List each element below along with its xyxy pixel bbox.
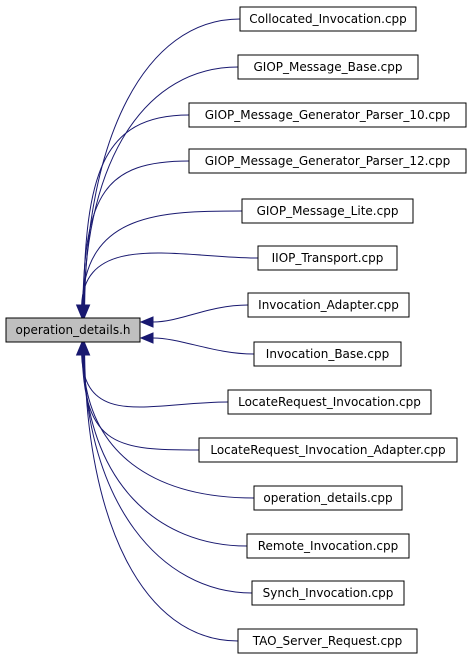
includer-node-box [253,341,402,367]
includer-node-box [237,54,419,80]
includer-node-box [198,437,458,463]
root-node-box [5,317,141,343]
root-node[interactable]: operation_details.h [5,317,141,343]
includer-node-label: Invocation_Base.cpp [266,347,389,361]
includer-node-box [257,245,398,271]
includer-node-box [246,533,410,559]
includer-node[interactable]: IIOP_Transport.cpp [257,245,398,271]
includer-node-box [188,148,467,174]
includer-node[interactable]: Collocated_Invocation.cpp [239,6,417,32]
includer-node-label: LocateRequest_Invocation.cpp [238,395,421,409]
include-arrowhead [139,332,154,344]
includer-node-label: IIOP_Transport.cpp [272,251,384,265]
includer-node-box [239,6,417,32]
includer-node-label: Invocation_Adapter.cpp [258,298,399,312]
includer-node-label: Remote_Invocation.cpp [258,539,398,553]
include-edge [81,353,229,408]
includer-node-label: Synch_Invocation.cpp [263,586,394,600]
includer-node-label: GIOP_Message_Base.cpp [254,60,403,74]
include-edge [83,353,253,594]
include-edge [84,353,239,642]
include-edge [152,304,249,323]
include-edges [75,18,259,642]
includer-node-box [188,102,467,128]
includer-node-label: GIOP_Message_Generator_Parser_12.cpp [205,154,451,168]
includer-node[interactable]: Synch_Invocation.cpp [251,580,405,606]
include-arrowhead [75,304,88,319]
root-node-label: operation_details.h [15,323,130,337]
include-edge [82,353,248,547]
includer-node[interactable]: GIOP_Message_Lite.cpp [241,198,414,224]
includer-node-box [241,198,414,224]
includer-node-label: operation_details.cpp [263,491,392,505]
include-edge [81,252,259,307]
includer-node[interactable]: GIOP_Message_Generator_Parser_12.cpp [188,148,467,174]
include-edge [81,210,243,307]
includer-node-label: GIOP_Message_Lite.cpp [257,204,399,218]
includer-node[interactable]: TAO_Server_Request.cpp [237,628,418,654]
includer-node-label: TAO_Server_Request.cpp [252,634,403,648]
includer-node-box [247,292,410,318]
includer-node-label: GIOP_Message_Generator_Parser_10.cpp [205,108,451,122]
includer-node-label: LocateRequest_Invocation_Adapter.cpp [210,443,445,457]
includer-node[interactable]: Invocation_Base.cpp [253,341,402,367]
includer-node-box [227,389,432,415]
includer-node[interactable]: LocateRequest_Invocation_Adapter.cpp [198,437,458,463]
includer-node-box [253,485,403,511]
include-edge [82,353,255,499]
include-edge [82,160,190,307]
includer-node[interactable]: GIOP_Message_Base.cpp [237,54,419,80]
include-edge [83,66,239,307]
include-arrowhead [139,316,154,328]
includer-node-box [251,580,405,606]
include-edge [82,114,190,307]
includer-node[interactable]: LocateRequest_Invocation.cpp [227,389,432,415]
includer-nodes: Collocated_Invocation.cppGIOP_Message_Ba… [188,6,467,654]
includer-node-label: Collocated_Invocation.cpp [249,12,407,26]
includer-node[interactable]: operation_details.cpp [253,485,403,511]
includer-node[interactable]: GIOP_Message_Generator_Parser_10.cpp [188,102,467,128]
include-edge [152,337,255,355]
include-edge [81,353,200,451]
include-arrowhead [78,341,91,356]
includer-node[interactable]: Remote_Invocation.cpp [246,533,410,559]
includer-node[interactable]: Invocation_Adapter.cpp [247,292,410,318]
includer-node-box [237,628,418,654]
